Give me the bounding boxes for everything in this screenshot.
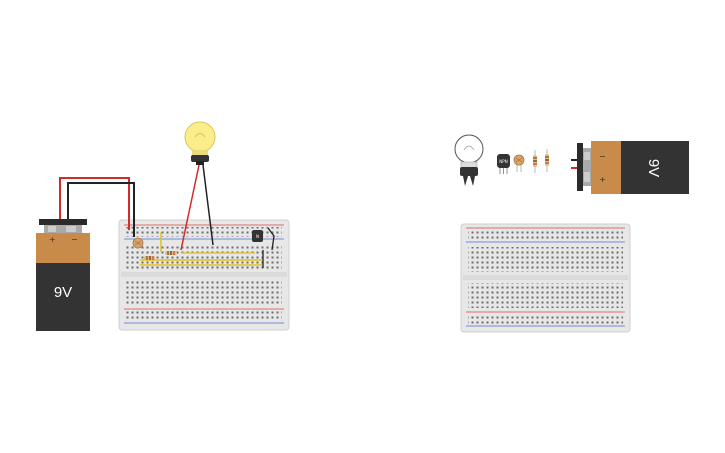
- jumper-wires[interactable]: [140, 227, 275, 268]
- breadboard-right[interactable]: [460, 223, 631, 333]
- light-bulb-icon[interactable]: [180, 121, 216, 251]
- battery-plus-label: +: [49, 235, 56, 244]
- resistor-icon[interactable]: [165, 251, 177, 255]
- parts-bin: NPN: [454, 134, 689, 333]
- battery-wire-black[interactable]: [67, 182, 135, 237]
- breadboard-left[interactable]: [118, 219, 290, 331]
- photoresistor-icon[interactable]: [132, 237, 144, 249]
- photoresistor-icon[interactable]: [513, 154, 525, 172]
- transistor-label: NPN: [499, 159, 507, 164]
- light-bulb-icon[interactable]: [454, 134, 484, 186]
- battery-right[interactable]: − + 9V: [571, 141, 689, 194]
- transistor-icon[interactable]: N: [252, 230, 263, 242]
- resistor-icon[interactable]: [545, 149, 549, 172]
- battery-left[interactable]: + − 9V: [36, 219, 90, 331]
- battery-plus-label: +: [599, 175, 606, 184]
- battery-wire-red[interactable]: [59, 177, 130, 230]
- battery-voltage-label: 9V: [54, 284, 72, 301]
- transistor-label: N: [256, 234, 259, 239]
- battery-minus-label: −: [71, 235, 78, 244]
- transistor-icon[interactable]: NPN: [497, 154, 510, 174]
- resistor-icon[interactable]: [533, 150, 537, 173]
- resistor-icon[interactable]: [144, 256, 155, 260]
- battery-minus-label: −: [599, 152, 606, 161]
- battery-voltage-label: 9V: [645, 159, 662, 177]
- left-circuit: + − 9V: [36, 121, 290, 331]
